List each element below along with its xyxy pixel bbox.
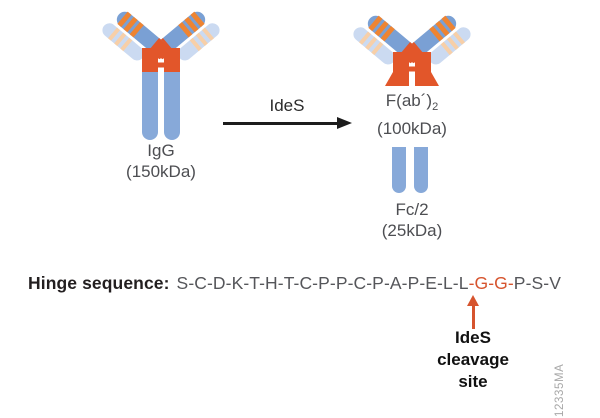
disulfide-bond-bar bbox=[155, 62, 167, 68]
product1-mass: (100kDa) bbox=[377, 119, 447, 138]
igg-antibody-graphic bbox=[99, 8, 223, 140]
cleavage-arrowhead-icon bbox=[467, 295, 479, 306]
enzyme-label: IdeS bbox=[269, 96, 305, 115]
cleavage-arrow-shaft bbox=[471, 305, 475, 329]
disulfide-bond-bar bbox=[155, 53, 167, 59]
cleavage-site-note: IdeS cleavage site bbox=[408, 327, 538, 393]
cleavage-note-line2: cleavage bbox=[437, 350, 509, 369]
hinge-block bbox=[415, 52, 439, 86]
substrate-label: IgG (150kDa) bbox=[76, 140, 246, 182]
product1-name: F(ab´)2 bbox=[327, 90, 497, 118]
product2-label: Fc/2 (25kDa) bbox=[327, 199, 497, 241]
hinge-sequence-line: Hinge sequence: S-C-D-K-T-H-T-C-P-P-C-P-A… bbox=[28, 273, 561, 294]
fc-stem bbox=[164, 72, 180, 140]
reaction-arrowhead-icon bbox=[337, 116, 352, 129]
fc-stem bbox=[142, 72, 158, 140]
substrate-mass: (150kDa) bbox=[126, 162, 196, 181]
fc-stem-top bbox=[164, 72, 180, 82]
reaction-arrow-line bbox=[223, 122, 339, 125]
fc-fragment-bar bbox=[392, 147, 406, 193]
fab2-fragment-graphic bbox=[350, 14, 474, 86]
disulfide-bond-bar bbox=[406, 57, 418, 63]
product1-label: F(ab´)2 (100kDa) bbox=[327, 90, 497, 139]
sequence-cleavage-residues: -G-G- bbox=[468, 273, 514, 293]
hinge-sequence-label: Hinge sequence: bbox=[28, 273, 170, 293]
product1-name-subscript: 2 bbox=[432, 101, 439, 113]
product2-name: Fc/2 bbox=[395, 200, 429, 219]
disulfide-bond-bar bbox=[406, 66, 418, 72]
cleavage-note-line3: site bbox=[458, 372, 488, 391]
cleavage-note-line1: IdeS bbox=[455, 328, 491, 347]
hinge-block bbox=[164, 48, 180, 74]
fc-stem-top bbox=[142, 72, 158, 82]
product2-mass: (25kDa) bbox=[381, 221, 443, 240]
hinge-block bbox=[142, 48, 158, 74]
fc-fragment-bar bbox=[414, 147, 428, 193]
part-number-watermark: 12335MA bbox=[554, 363, 566, 417]
hinge-block bbox=[385, 52, 409, 86]
sequence-before-cleavage: S-C-D-K-T-H-T-C-P-P-C-P-A-P-E-L-L bbox=[176, 273, 469, 293]
product1-name-main: F(ab´) bbox=[385, 91, 433, 110]
substrate-name: IgG bbox=[147, 141, 175, 160]
sequence-after-cleavage: P-S-V bbox=[513, 273, 561, 293]
